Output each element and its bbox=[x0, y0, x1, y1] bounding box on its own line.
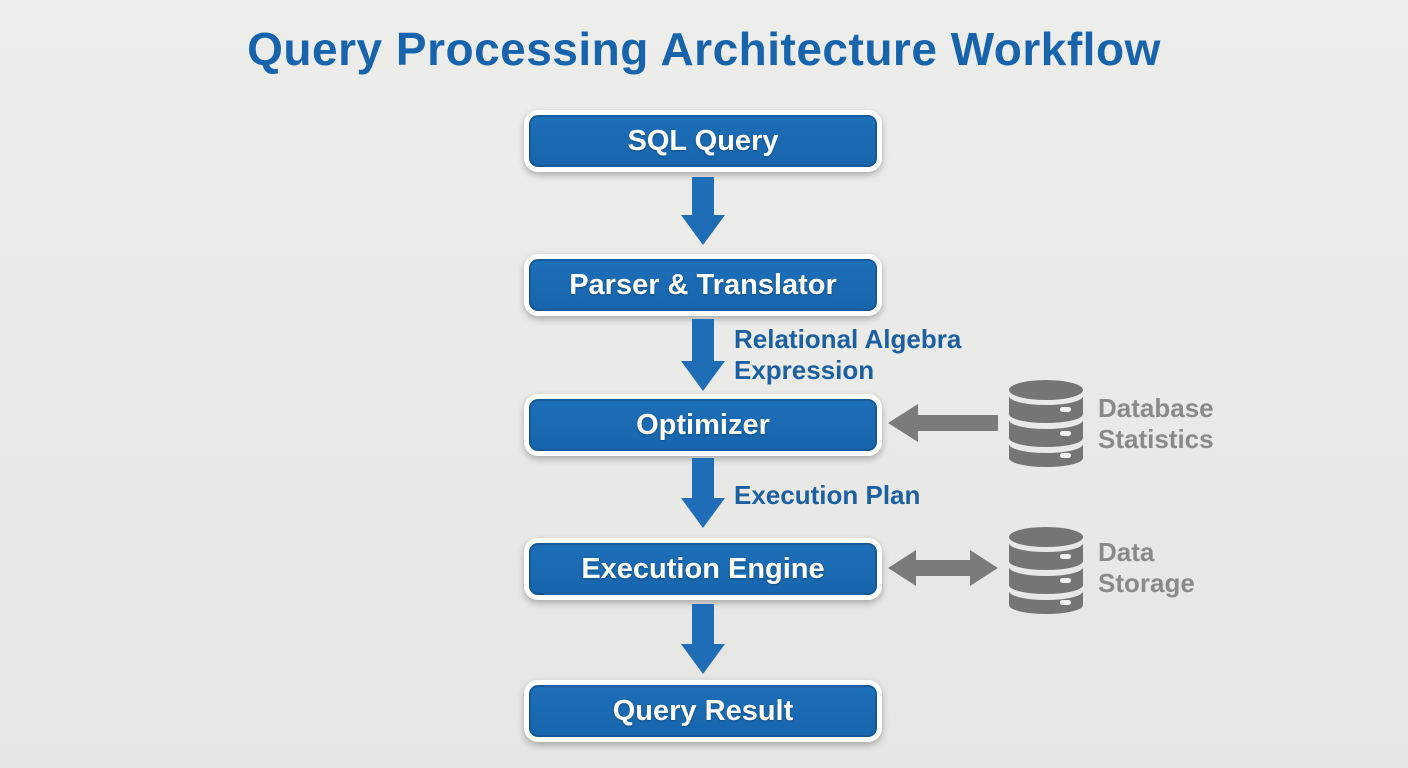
flow-box-execution-engine: Execution Engine bbox=[524, 538, 882, 600]
left-arrow-icon bbox=[888, 402, 998, 444]
down-arrow-icon-2 bbox=[681, 319, 725, 391]
down-arrow-icon-3 bbox=[681, 458, 725, 528]
flow-box-optimizer: Optimizer bbox=[524, 394, 882, 456]
flow-box-execution-engine-label: Execution Engine bbox=[581, 552, 825, 585]
flow-box-query-result-label: Query Result bbox=[612, 694, 794, 727]
flow-box-query-result: Query Result bbox=[524, 680, 882, 742]
flow-box-sql-query-label: SQL Query bbox=[627, 124, 779, 157]
flow-box-optimizer-label: Optimizer bbox=[636, 408, 770, 441]
database-icon bbox=[1007, 380, 1085, 468]
diagram-title: Query Processing Architecture Workflow bbox=[247, 23, 1161, 75]
edge-label-relational-algebra-expression: Relational Algebra Expression bbox=[734, 324, 962, 385]
down-arrow-icon-4 bbox=[681, 604, 725, 674]
side-label-database-statistics: Database Statistics bbox=[1098, 393, 1214, 454]
database-icon bbox=[1007, 527, 1085, 615]
side-label-data-storage: Data Storage bbox=[1098, 537, 1195, 598]
edge-label-execution-plan: Execution Plan bbox=[734, 480, 921, 510]
double-arrow-icon bbox=[888, 547, 998, 589]
down-arrow-icon-1 bbox=[681, 177, 725, 245]
flow-box-parser-translator-label: Parser & Translator bbox=[569, 268, 837, 301]
flow-box-sql-query: SQL Query bbox=[524, 110, 882, 172]
flow-box-parser-translator: Parser & Translator bbox=[524, 254, 882, 316]
